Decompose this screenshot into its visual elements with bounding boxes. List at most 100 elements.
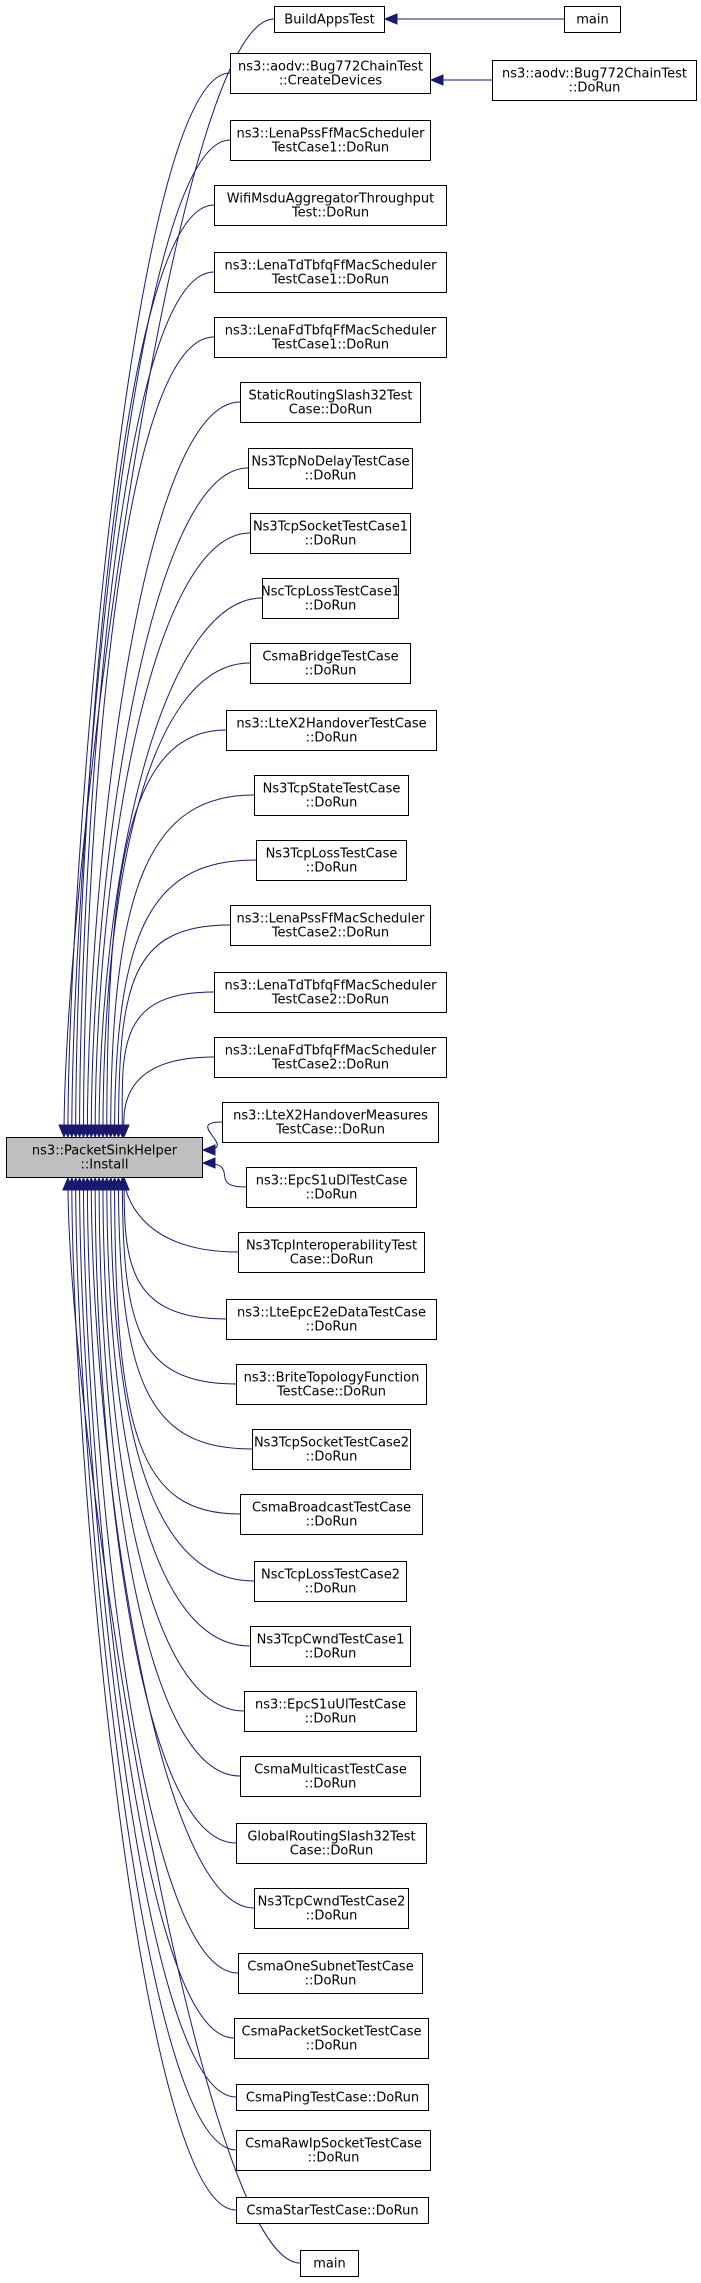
caller-node[interactable]: NscTcpLossTestCase2::DoRun — [254, 1561, 407, 1602]
node-label-line: ns3::aodv::Bug772ChainTest — [238, 60, 423, 75]
edge-line — [94, 532, 251, 1138]
edge-to-root — [116, 991, 215, 1139]
caller-node[interactable]: Ns3TcpStateTestCase::DoRun — [254, 775, 409, 816]
caller-node[interactable]: CsmaStarTestCase::DoRun — [236, 2197, 429, 2224]
edge-line — [98, 597, 263, 1138]
caller-node[interactable]: BuildAppsTest — [274, 6, 385, 33]
node-label-line: Ns3TcpStateTestCase — [263, 782, 401, 797]
node-box — [262, 578, 399, 619]
edge-layer — [58, 13, 564, 2264]
caller-node[interactable]: Ns3TcpNoDelayTestCase::DoRun — [248, 448, 413, 489]
node-box — [250, 643, 411, 684]
node-label-line: BuildAppsTest — [284, 13, 374, 28]
edge-to-root — [118, 1176, 227, 1320]
caller-node[interactable]: CsmaPacketSocketTestCase::DoRun — [234, 2018, 429, 2059]
edge-line — [123, 1177, 227, 1320]
node-label-line: ns3::LteEpcE2eDataTestCase — [237, 1306, 426, 1321]
caller-node[interactable]: ns3::LteEpcE2eDataTestCase::DoRun — [226, 1299, 437, 1340]
caller-node[interactable]: CsmaBroadcastTestCase::DoRun — [240, 1494, 423, 1535]
caller-node[interactable]: ns3::LenaPssFfMacSchedulerTestCase1::DoR… — [230, 120, 431, 161]
caller-node[interactable]: Ns3TcpCwndTestCase2::DoRun — [254, 1888, 409, 1929]
caller-node[interactable]: ns3::aodv::Bug772ChainTest::CreateDevice… — [230, 53, 431, 94]
caller-node[interactable]: main — [300, 2250, 359, 2277]
node-label-line: GlobalRoutingSlash32Test — [247, 1830, 415, 1845]
edge-line — [117, 924, 231, 1138]
node-label-line: ns3::LteX2HandoverTestCase — [236, 717, 426, 732]
edge-line — [79, 1177, 237, 2098]
caller-node[interactable]: ns3::LenaTdTbfqFfMacSchedulerTestCase2::… — [214, 972, 447, 1013]
node-box — [254, 1561, 407, 1602]
node-box — [254, 1888, 409, 1929]
edge-line — [63, 18, 275, 1138]
node-label-line: ::DoRun — [569, 81, 621, 96]
caller-node[interactable]: CsmaMulticastTestCase::DoRun — [240, 1756, 421, 1797]
caller-node[interactable]: ns3::aodv::Bug772ChainTest::DoRun — [492, 60, 697, 101]
root-node[interactable]: ns3::PacketSinkHelper::Install — [6, 1137, 203, 1178]
caller-node[interactable]: NscTcpLossTestCase1::DoRun — [261, 578, 400, 619]
node-box — [252, 1429, 411, 1470]
node-label-line: ns3::LenaTdTbfqFfMacScheduler — [225, 259, 438, 274]
node-label-line: ::DoRun — [306, 1188, 358, 1203]
edge-line — [82, 336, 215, 1138]
caller-node[interactable]: main — [564, 6, 621, 33]
caller-node[interactable]: ns3::LenaFdTbfqFfMacSchedulerTestCase2::… — [214, 1037, 447, 1078]
node-label-line: Case::DoRun — [290, 1844, 373, 1859]
caller-node[interactable]: Ns3TcpSocketTestCase2::DoRun — [252, 1429, 411, 1470]
node-label-line: Ns3TcpNoDelayTestCase — [251, 455, 409, 470]
caller-node[interactable]: ns3::LteX2HandoverTestCase::DoRun — [226, 710, 437, 751]
node-box — [226, 1299, 437, 1340]
node-box — [300, 2250, 359, 2277]
node-label-line: TestCase1::DoRun — [271, 273, 389, 288]
node-label-line: ns3::EpcS1uUlTestCase — [255, 1698, 406, 1713]
node-label-line: ::DoRun — [305, 599, 357, 614]
node-label-line: ns3::LenaTdTbfqFfMacScheduler — [225, 979, 438, 994]
arrowhead — [429, 74, 444, 86]
caller-node[interactable]: CsmaBridgeTestCase::DoRun — [250, 643, 411, 684]
node-box — [240, 1494, 423, 1535]
edge-to-root — [108, 1176, 241, 1515]
edge-to-root — [201, 1157, 247, 1188]
node-label-line: CsmaPingTestCase::DoRun — [246, 2091, 419, 2106]
edge-to-root — [89, 1176, 237, 1844]
node-label-line: ns3::LenaPssFfMacScheduler — [237, 127, 426, 142]
caller-node[interactable]: CsmaOneSubnetTestCase::DoRun — [238, 1953, 423, 1994]
node-label-line: Ns3TcpCwndTestCase1 — [257, 1633, 405, 1648]
node-label-line: ::DoRun — [305, 1777, 357, 1792]
node-box — [250, 513, 411, 554]
node-label-line: ::CreateDevices — [279, 74, 382, 89]
node-label-line: ns3::EpcS1uDlTestCase — [256, 1174, 407, 1189]
caller-node[interactable]: ns3::LteX2HandoverMeasuresTestCase::DoRu… — [222, 1102, 439, 1143]
caller-node[interactable]: Ns3TcpLossTestCase::DoRun — [256, 840, 407, 881]
arrowhead — [62, 1176, 74, 1191]
caller-node[interactable]: ns3::LenaPssFfMacSchedulerTestCase2::DoR… — [230, 905, 431, 946]
caller-node[interactable]: CsmaPingTestCase::DoRun — [236, 2084, 429, 2111]
caller-node[interactable]: ns3::EpcS1uDlTestCase::DoRun — [246, 1167, 417, 1208]
node-label-line: TestCase2::DoRun — [271, 1058, 389, 1073]
caller-node[interactable]: ns3::LenaFdTbfqFfMacSchedulerTestCase1::… — [214, 317, 447, 358]
caller-node[interactable]: Ns3TcpSocketTestCase1::DoRun — [250, 513, 411, 554]
edge-line — [75, 204, 215, 1138]
node-box — [492, 60, 697, 101]
node-label-line: Ns3TcpInteroperabilityTest — [246, 1239, 417, 1254]
caller-node[interactable]: ns3::BriteTopologyFunctionTestCase::DoRu… — [236, 1364, 427, 1405]
edge-line — [110, 1177, 255, 1582]
arrowhead — [383, 13, 398, 25]
node-box — [234, 2018, 429, 2059]
node-label-line: main — [576, 13, 608, 28]
caller-node[interactable]: Ns3TcpCwndTestCase1::DoRun — [250, 1626, 411, 1667]
arrowhead — [118, 1124, 130, 1139]
caller-node[interactable]: CsmaRawIpSocketTestCase::DoRun — [236, 2130, 431, 2171]
caller-node[interactable]: ns3::EpcS1uUlTestCase::DoRun — [244, 1691, 417, 1732]
caller-node[interactable]: ns3::LenaTdTbfqFfMacSchedulerTestCase1::… — [214, 252, 447, 293]
node-label-line: TestCase2::DoRun — [271, 926, 389, 941]
edge-to-root — [104, 1176, 255, 1582]
node-label-line: ::DoRun — [306, 731, 358, 746]
node-label-line: Ns3TcpSocketTestCase2 — [254, 1436, 409, 1451]
node-label-line: ns3::LenaFdTbfqFfMacScheduler — [225, 1044, 437, 1059]
node-label-line: TestCase::DoRun — [276, 1385, 386, 1400]
edge-line — [98, 1177, 241, 1777]
